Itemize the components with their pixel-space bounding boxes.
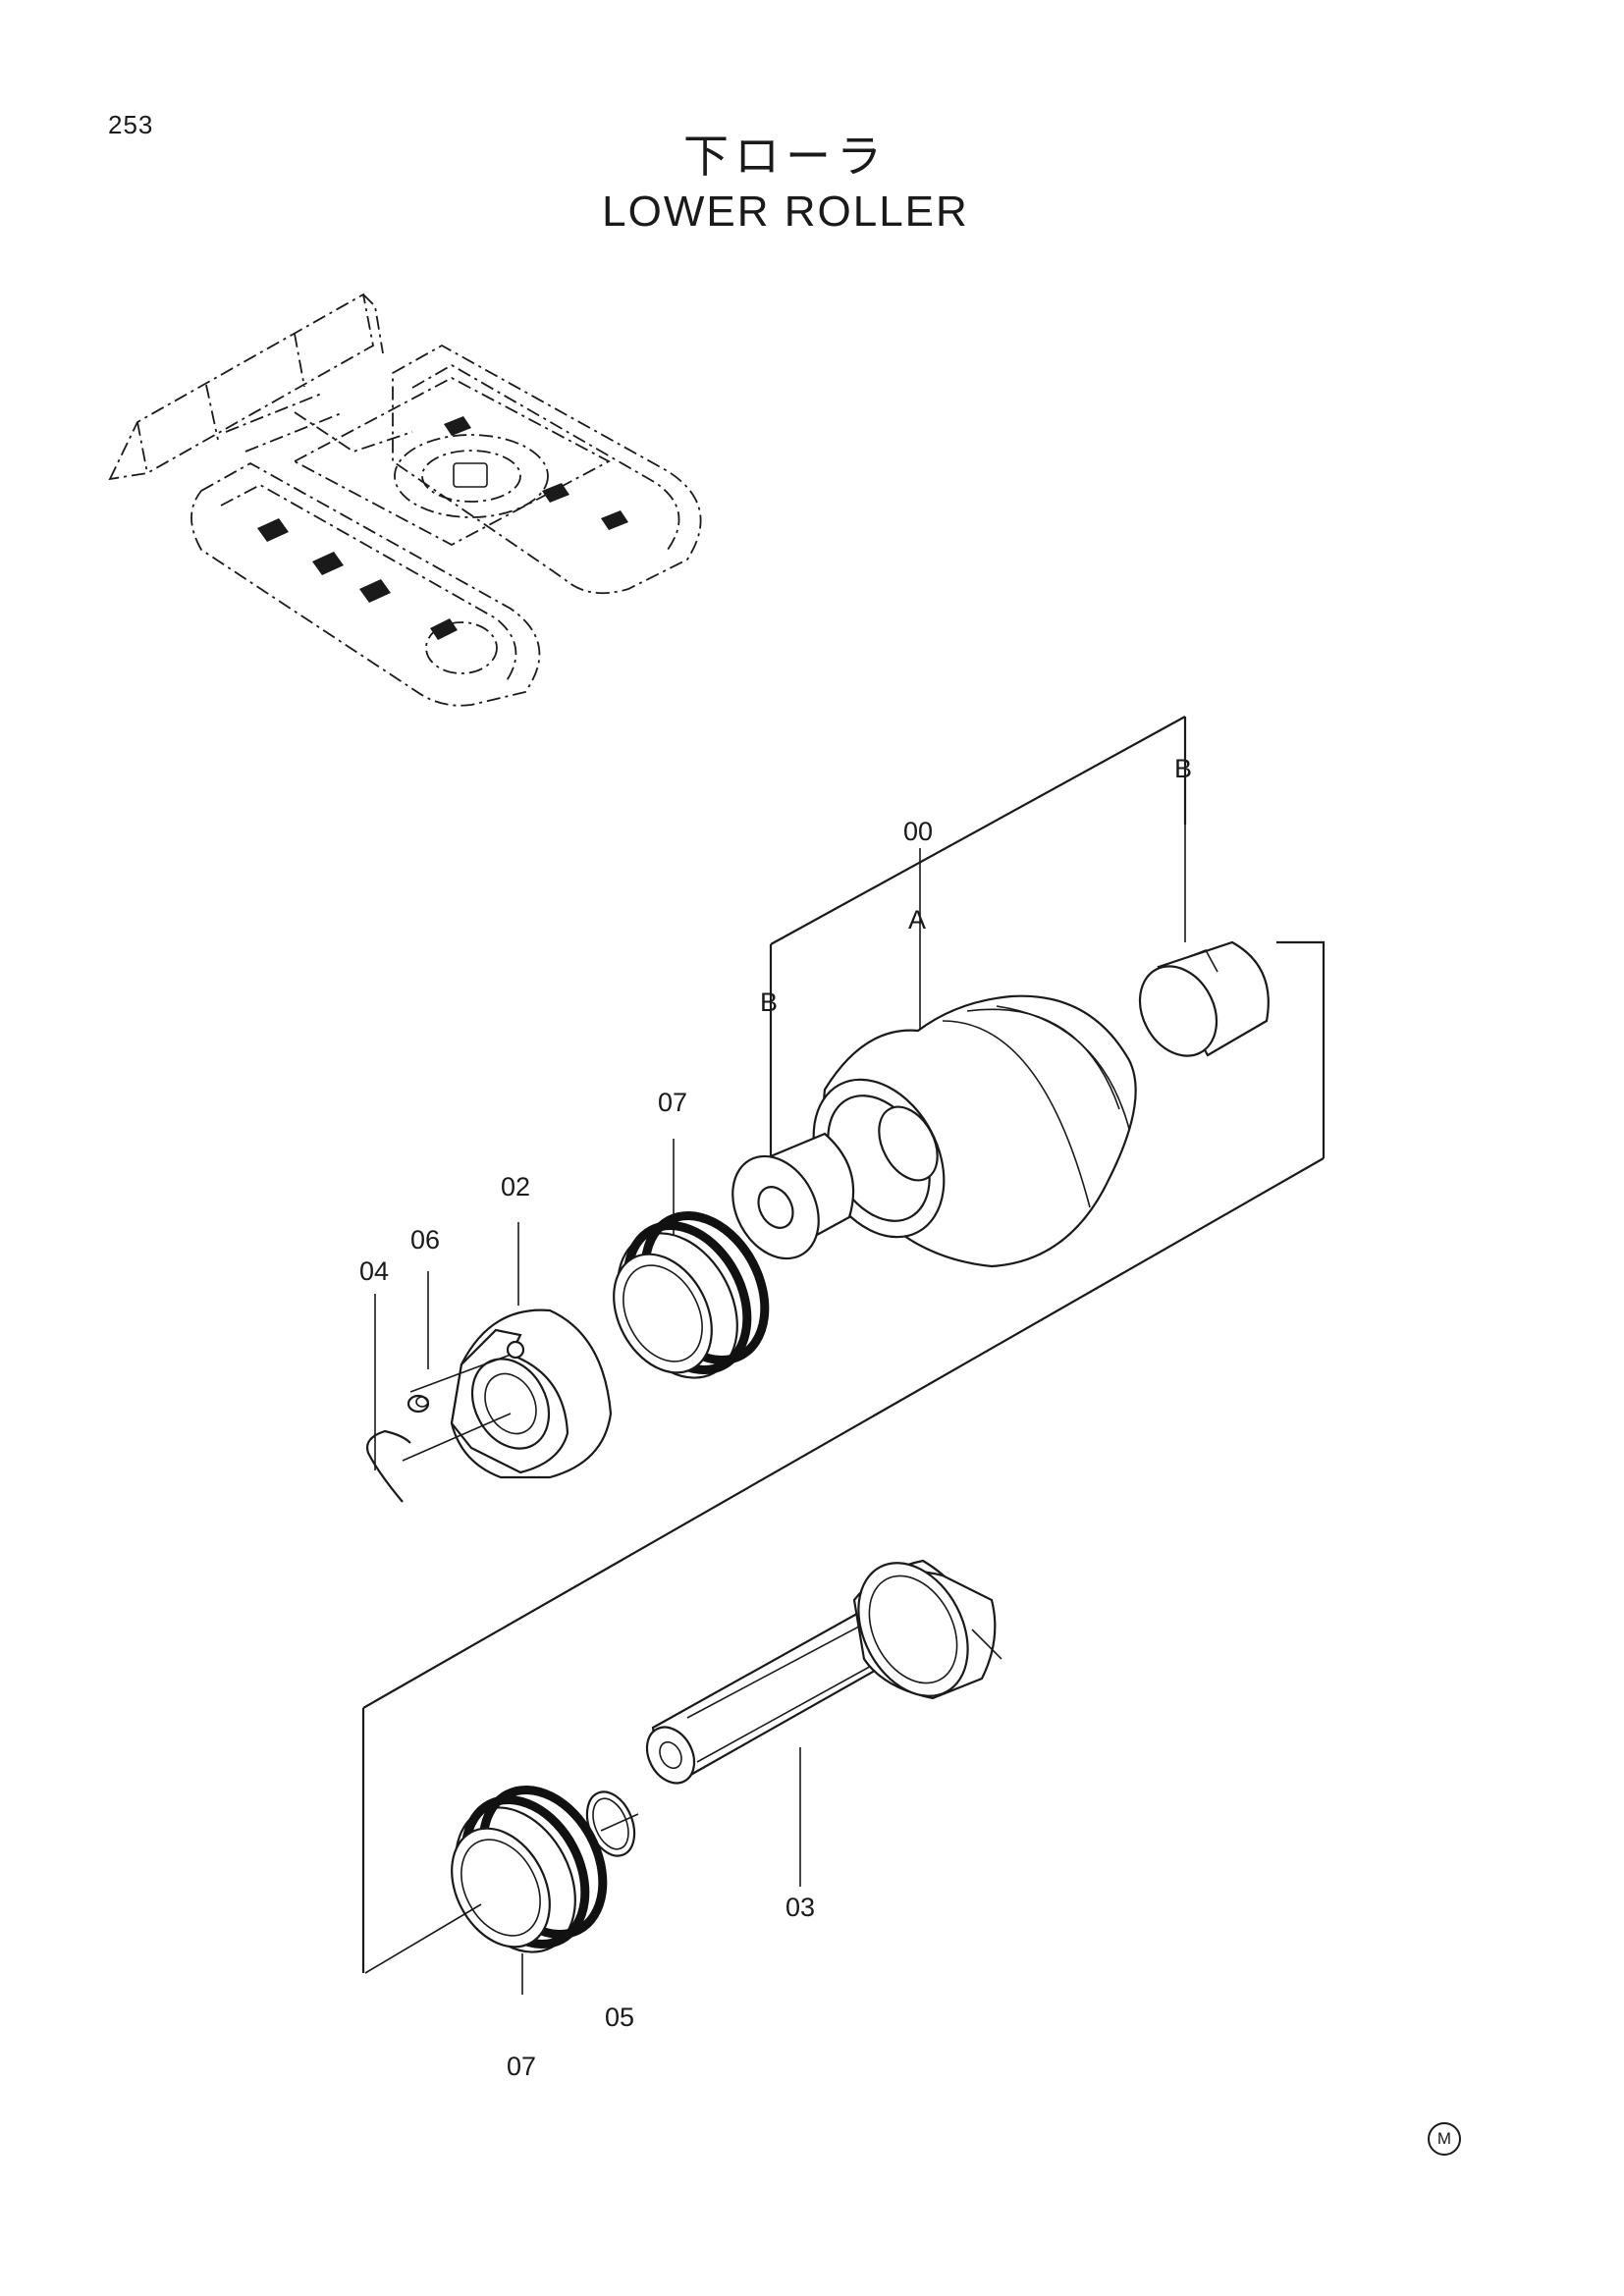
callout-07-upper: 07 (658, 1088, 688, 1117)
callout-02: 02 (501, 1172, 531, 1201)
callout-b-right: B (1174, 754, 1193, 783)
bushing-left (731, 1132, 855, 1260)
collar-part-02 (402, 1308, 613, 1479)
callout-04: 04 (359, 1256, 390, 1286)
roller-body-part-00 (812, 994, 1137, 1268)
page-number: 253 (108, 110, 154, 139)
spring-pin-part-06 (406, 1394, 430, 1414)
snap-ring-part-04 (366, 1429, 411, 1503)
callout-05: 05 (605, 2002, 635, 2032)
callout-b-left: B (760, 988, 779, 1017)
callout-00: 00 (903, 817, 934, 846)
bushing-right (1138, 940, 1270, 1057)
callout-06: 06 (410, 1225, 441, 1255)
floating-seal-lower (364, 1785, 608, 1974)
corner-mark: M (1428, 2122, 1461, 2156)
highlighted-lower-rollers (257, 518, 458, 640)
leader-lines (374, 775, 1186, 1995)
undercarriage-overview (108, 293, 702, 707)
floating-seal-upper (613, 1210, 770, 1379)
title-japanese: 下ローラ (683, 130, 888, 183)
shaft-part-03 (645, 1559, 1002, 1785)
callout-a: A (908, 905, 927, 934)
callout-07-lower: 07 (507, 2052, 537, 2081)
callout-03: 03 (785, 1893, 816, 1922)
title-english: LOWER ROLLER (602, 187, 969, 236)
